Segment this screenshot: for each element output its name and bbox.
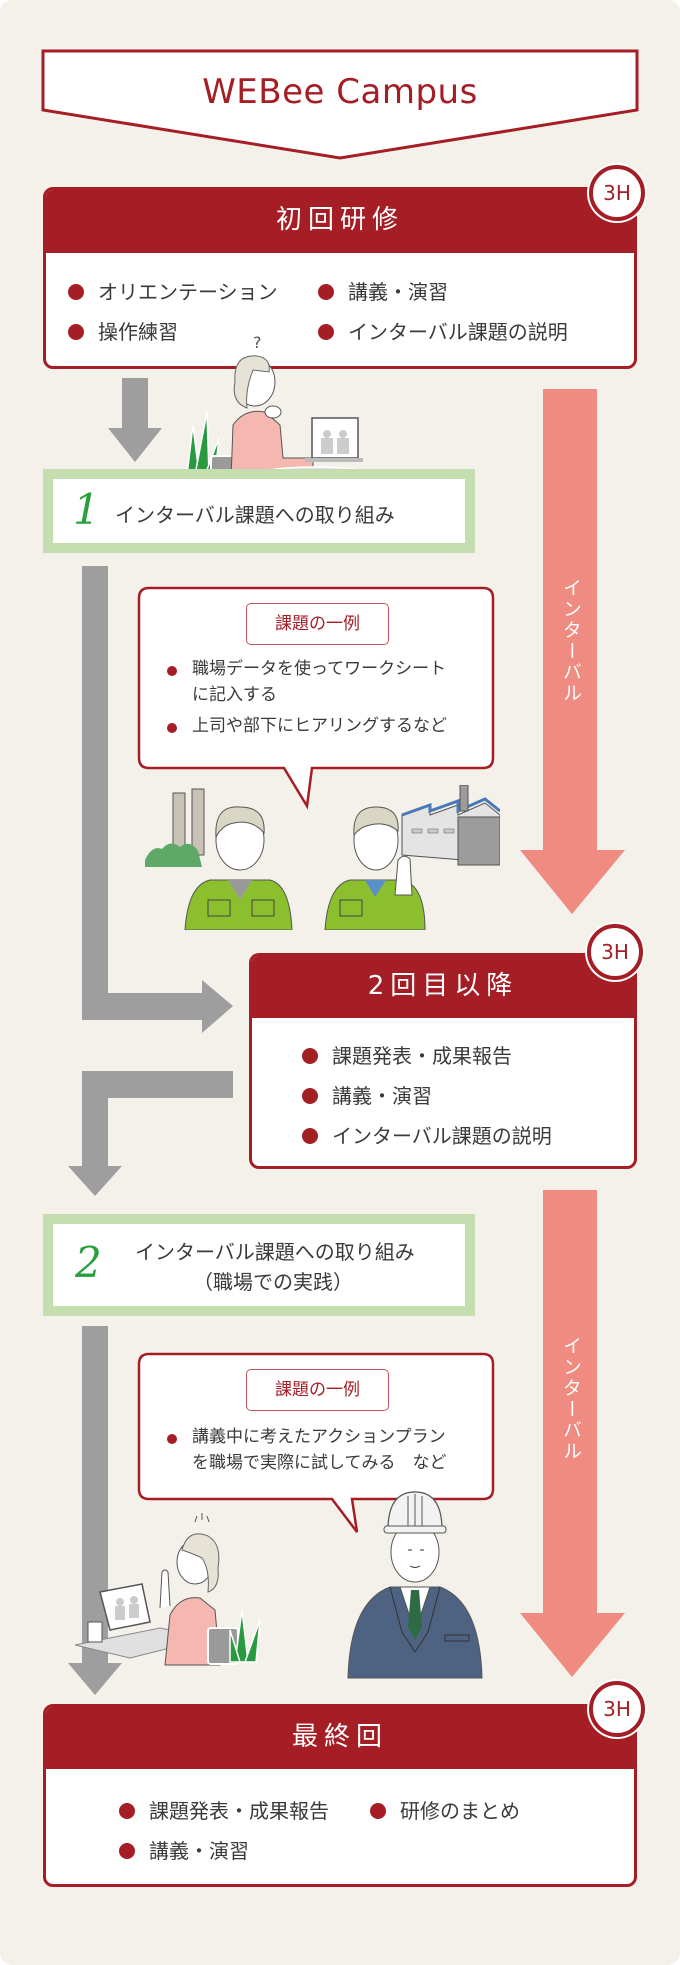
task-title: インターバル課題への取り組み: [135, 1240, 415, 1264]
bullet-icon: [302, 1088, 318, 1104]
session-item: 講義・演習: [318, 276, 448, 305]
example-item: 講義中に考えたアクションプランを職場で実際に試してみる など: [192, 1427, 447, 1473]
session-item: 講義・演習: [119, 1835, 249, 1864]
task-title: インターバル課題への取り組み: [115, 503, 395, 527]
helmet-manager-icon: [347, 1491, 483, 1679]
example-label: 課題の一例: [246, 603, 389, 645]
duration-badge: 3H: [587, 924, 643, 980]
task-box-2: 2 インターバル課題への取り組み （職場での実践）: [43, 1214, 475, 1316]
session-item: インターバル課題の説明: [318, 316, 568, 345]
interval-arrow-2: [520, 1190, 625, 1677]
bullet-icon: [302, 1048, 318, 1064]
interval-label: インターバル: [560, 1336, 582, 1462]
session-item: 講義・演習: [302, 1080, 432, 1109]
flow-arrow-elbow-right: [82, 566, 233, 1033]
flow-arrow-elbow-down: [68, 1071, 233, 1196]
bullet-icon: [119, 1843, 135, 1859]
bullet-icon: [167, 723, 177, 733]
task-box-1: 1 インターバル課題への取り組み: [43, 469, 475, 553]
duration-badge: 3H: [589, 1681, 645, 1737]
session-title: 初回研修: [46, 190, 634, 253]
session-item: 研修のまとめ: [370, 1795, 520, 1824]
interval-arrow-1: [520, 389, 625, 914]
banner-shape: [41, 49, 639, 160]
factory-workers-icon: [145, 785, 500, 930]
task-number: 1: [73, 485, 100, 534]
duration-badge: 3H: [589, 165, 645, 221]
example-label: 課題の一例: [246, 1369, 389, 1411]
flow-arrow-down-final: [68, 1326, 122, 1695]
bullet-icon: [68, 284, 84, 300]
interval-label: インターバル: [560, 578, 582, 704]
session-item: インターバル課題の説明: [302, 1120, 552, 1149]
bullet-icon: [167, 666, 177, 676]
woman-thinking-laptop-icon: ?: [186, 333, 374, 480]
bullet-icon: [318, 324, 334, 340]
session-item: 課題発表・成果報告: [302, 1040, 512, 1069]
banner-title: WEBee Campus: [202, 72, 478, 112]
session-item: オリエンテーション: [68, 276, 278, 305]
session-item: 課題発表・成果報告: [119, 1795, 329, 1824]
bullet-icon: [119, 1803, 135, 1819]
speech-bubble-2: [137, 1352, 495, 1533]
bullet-icon: [370, 1803, 386, 1819]
session-item: 操作練習: [68, 316, 178, 345]
session-card-first: 初回研修 オリエンテーション 講義・演習 操作練習 インターバル課題の説明: [43, 187, 637, 369]
bullet-icon: [318, 284, 334, 300]
bullet-icon: [68, 324, 84, 340]
session-title: 最終回: [46, 1707, 634, 1769]
session-card-second: 2回目以降 課題発表・成果報告 講義・演習 インターバル課題の説明: [249, 953, 637, 1169]
session-title: 2回目以降: [252, 956, 634, 1018]
example-item: 上司や部下にヒアリングするなど: [192, 716, 447, 736]
example-item: 職場データを使ってワークシートに記入する: [192, 659, 447, 705]
session-card-final: 最終回 課題発表・成果報告 研修のまとめ 講義・演習: [43, 1704, 637, 1887]
woman-idea-laptop-icon: [74, 1513, 261, 1666]
speech-bubble-1: [137, 586, 495, 810]
bullet-icon: [302, 1128, 318, 1144]
svg-text:?: ?: [253, 333, 262, 352]
flow-arrow-down-1: [108, 378, 162, 462]
task-number: 2: [75, 1238, 102, 1287]
bullet-icon: [167, 1434, 177, 1444]
task-subtitle: （職場での実践）: [193, 1270, 353, 1294]
